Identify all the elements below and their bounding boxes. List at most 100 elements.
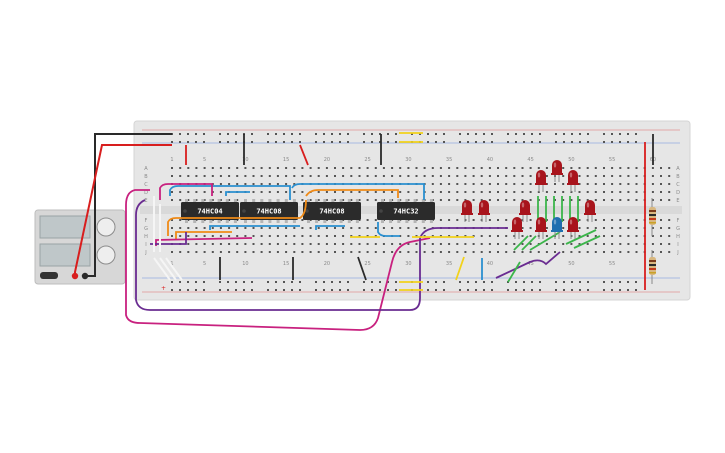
breadboard-hole[interactable] <box>260 251 263 253</box>
rail-hole[interactable] <box>275 133 277 135</box>
rail-hole[interactable] <box>619 289 621 291</box>
breadboard-hole[interactable] <box>317 167 320 169</box>
breadboard-hole[interactable] <box>480 183 483 185</box>
wire-orange-3[interactable] <box>175 231 232 240</box>
breadboard-hole[interactable] <box>448 243 451 245</box>
breadboard-hole[interactable] <box>252 183 255 185</box>
breadboard-hole[interactable] <box>488 243 491 245</box>
breadboard-hole[interactable] <box>285 227 288 229</box>
rail-hole[interactable] <box>291 133 293 135</box>
breadboard-hole[interactable] <box>187 235 190 237</box>
rail-hole[interactable] <box>587 281 589 283</box>
rail-hole[interactable] <box>563 133 565 135</box>
led-body[interactable] <box>552 217 562 231</box>
rail-hole[interactable] <box>251 133 253 135</box>
breadboard-hole[interactable] <box>586 199 589 201</box>
breadboard-hole[interactable] <box>635 199 638 201</box>
breadboard-hole[interactable] <box>252 243 255 245</box>
breadboard-hole[interactable] <box>236 183 239 185</box>
breadboard-hole[interactable] <box>505 175 508 177</box>
rail-hole[interactable] <box>235 133 237 135</box>
rail-hole[interactable] <box>443 281 445 283</box>
breadboard-hole[interactable] <box>521 235 524 237</box>
rail-hole[interactable] <box>347 141 349 143</box>
rail-hole[interactable] <box>203 281 205 283</box>
breadboard-hole[interactable] <box>464 235 467 237</box>
breadboard-hole[interactable] <box>244 235 247 237</box>
breadboard-hole[interactable] <box>268 235 271 237</box>
breadboard-hole[interactable] <box>513 191 516 193</box>
breadboard-hole[interactable] <box>521 199 524 201</box>
breadboard-hole[interactable] <box>488 183 491 185</box>
breadboard-hole[interactable] <box>203 191 206 193</box>
led-icon[interactable] <box>551 217 563 239</box>
breadboard-hole[interactable] <box>211 199 214 201</box>
breadboard-hole[interactable] <box>545 219 548 221</box>
breadboard-hole[interactable] <box>562 175 565 177</box>
breadboard-hole[interactable] <box>342 243 345 245</box>
breadboard-hole[interactable] <box>578 199 581 201</box>
breadboard-hole[interactable] <box>407 251 410 253</box>
breadboard-hole[interactable] <box>415 243 418 245</box>
breadboard-hole[interactable] <box>586 167 589 169</box>
breadboard-hole[interactable] <box>211 251 214 253</box>
breadboard-hole[interactable] <box>619 191 622 193</box>
breadboard-hole[interactable] <box>562 235 565 237</box>
breadboard-hole[interactable] <box>301 227 304 229</box>
breadboard-hole[interactable] <box>497 199 499 201</box>
breadboard-hole[interactable] <box>660 243 662 245</box>
rail-hole[interactable] <box>515 281 517 283</box>
ic-chip-3[interactable]: 74HC08 <box>303 199 361 223</box>
rail-hole[interactable] <box>459 141 461 143</box>
breadboard-hole[interactable] <box>317 199 320 201</box>
breadboard-hole[interactable] <box>203 167 206 169</box>
rail-hole[interactable] <box>523 289 525 291</box>
breadboard-hole[interactable] <box>325 235 328 237</box>
ic-body[interactable] <box>181 202 239 220</box>
rail-hole[interactable] <box>523 141 525 143</box>
rail-hole[interactable] <box>483 133 485 135</box>
breadboard-hole[interactable] <box>391 227 394 229</box>
breadboard-hole[interactable] <box>276 183 279 185</box>
breadboard-hole[interactable] <box>285 235 288 237</box>
breadboard-hole[interactable] <box>562 191 565 193</box>
rail-hole[interactable] <box>627 141 629 143</box>
rail-hole[interactable] <box>563 289 565 291</box>
breadboard-hole[interactable] <box>276 191 279 193</box>
rail-hole[interactable] <box>227 133 229 135</box>
breadboard-hole[interactable] <box>586 175 589 177</box>
breadboard-hole[interactable] <box>668 191 671 193</box>
breadboard-hole[interactable] <box>366 251 369 253</box>
breadboard-hole[interactable] <box>268 251 271 253</box>
breadboard-hole[interactable] <box>244 251 247 253</box>
breadboard-hole[interactable] <box>545 251 548 253</box>
breadboard-hole[interactable] <box>594 227 597 229</box>
breadboard-hole[interactable] <box>342 191 345 193</box>
rail-hole[interactable] <box>275 289 277 291</box>
breadboard-hole[interactable] <box>301 235 304 237</box>
breadboard-hole[interactable] <box>228 251 231 253</box>
breadboard-hole[interactable] <box>219 235 222 237</box>
rail-hole[interactable] <box>635 141 637 143</box>
breadboard-hole[interactable] <box>594 175 597 177</box>
led-icon[interactable] <box>551 160 563 182</box>
breadboard-hole[interactable] <box>505 199 508 201</box>
breadboard-hole[interactable] <box>334 175 336 177</box>
breadboard-hole[interactable] <box>179 219 182 221</box>
breadboard-hole[interactable] <box>521 227 524 229</box>
breadboard-hole[interactable] <box>578 251 581 253</box>
rail-hole[interactable] <box>171 289 173 291</box>
breadboard-hole[interactable] <box>219 199 222 201</box>
breadboard-hole[interactable] <box>456 199 459 201</box>
breadboard-hole[interactable] <box>244 175 247 177</box>
rail-hole[interactable] <box>331 281 333 283</box>
breadboard-hole[interactable] <box>334 167 336 169</box>
rail-hole[interactable] <box>395 141 397 143</box>
rail-hole[interactable] <box>331 133 333 135</box>
wire-black-4[interactable] <box>357 256 367 281</box>
breadboard-hole[interactable] <box>660 175 662 177</box>
breadboard-hole[interactable] <box>399 175 402 177</box>
rail-hole[interactable] <box>571 281 573 283</box>
rail-hole[interactable] <box>611 289 613 291</box>
